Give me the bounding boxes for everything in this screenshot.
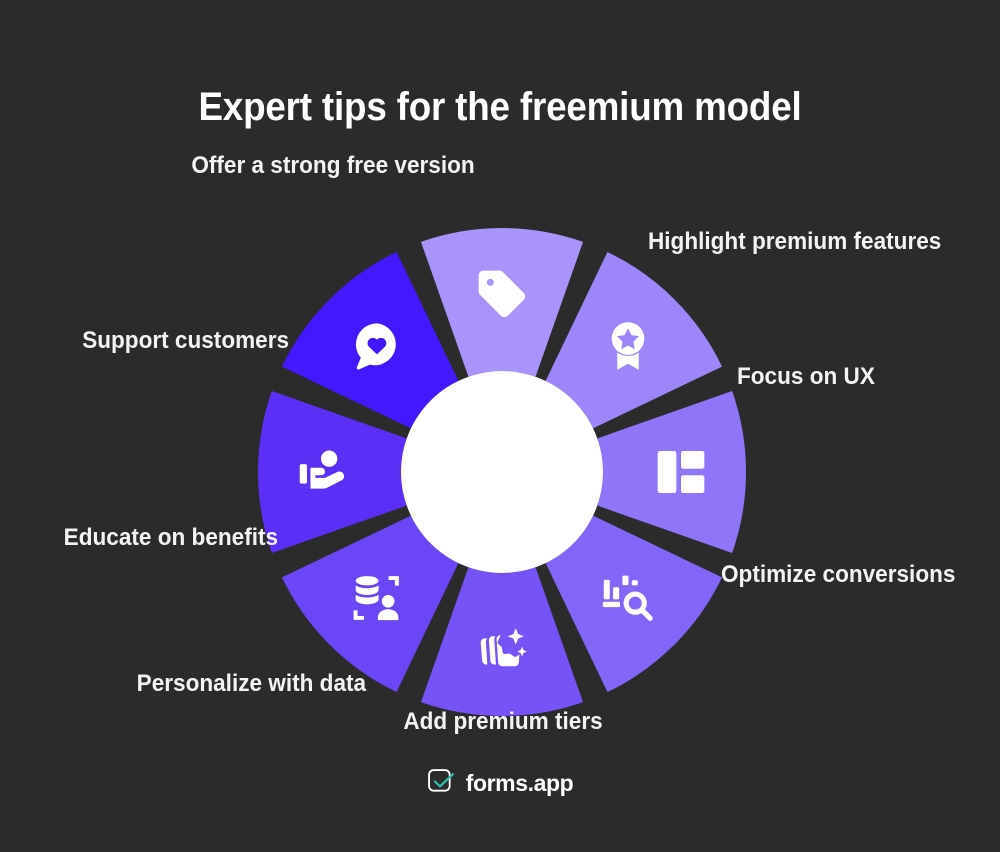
- slice-separator-tip: [702, 375, 730, 392]
- page-title: Expert tips for the freemium model: [198, 84, 802, 129]
- slice-separator-tip: [405, 672, 422, 700]
- donut-slices: [258, 228, 746, 716]
- donut-center-hub: [401, 371, 603, 573]
- wheel-label-personalize-with-data: Personalize with data: [136, 670, 366, 697]
- wheel-label-highlight-premium-features: Highlight premium features: [648, 228, 942, 255]
- wheel-label-educate-on-benefits: Educate on benefits: [63, 524, 278, 551]
- forms-app-wordmark: forms.app: [465, 769, 574, 796]
- slice-separator-tip: [405, 244, 422, 272]
- slice-separator-tip: [702, 552, 730, 569]
- footer-branding: forms.app: [0, 768, 1000, 798]
- slice-separator-tip: [274, 375, 302, 392]
- slice-separator-tip: [582, 244, 599, 272]
- slice-separator-tip: [274, 552, 302, 569]
- forms-app-check-logo-icon: [427, 768, 457, 798]
- wheel-label-focus-on-ux: Focus on UX: [737, 363, 875, 390]
- donut-wheel-chart: Offer a strong free version Highlight pr…: [64, 152, 956, 735]
- wheel-label-optimize-conversions: Optimize conversions: [721, 561, 956, 588]
- wheel-label-offer-a-strong-free-version: Offer a strong free version: [191, 152, 475, 179]
- wheel-label-add-premium-tiers: Add premium tiers: [403, 708, 603, 735]
- donut-wheel-svg: [258, 228, 746, 716]
- slice-separator-tip: [582, 672, 599, 700]
- wheel-label-support-customers: Support customers: [82, 327, 289, 354]
